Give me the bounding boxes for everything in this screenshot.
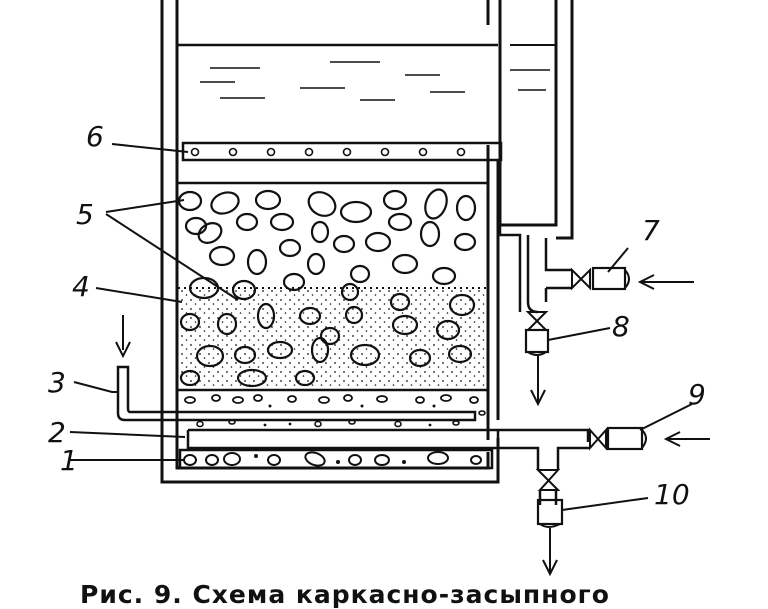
- drain-pipe-2: [186, 426, 710, 470]
- distributor-6: [181, 141, 503, 162]
- label-1: 1: [60, 444, 78, 477]
- label-4: 4: [72, 270, 90, 303]
- label-3: 3: [48, 366, 66, 399]
- label-8: 8: [612, 310, 630, 343]
- support-layer: [184, 394, 486, 428]
- water-layer: [177, 43, 498, 101]
- drainage-1: [178, 448, 494, 470]
- label-6: 6: [86, 120, 104, 153]
- label-9: 9: [688, 378, 706, 411]
- label-2: 2: [48, 416, 66, 449]
- valve-8: [524, 311, 550, 407]
- overflow-chamber: [486, 0, 694, 314]
- filter-media: [177, 181, 488, 392]
- air-pipe-3: [115, 315, 477, 422]
- leader-lines: [69, 143, 693, 511]
- label-5: 5: [76, 198, 94, 231]
- figure-caption: Рис. 9. Схема каркасно-засыпного: [80, 580, 610, 609]
- label-7: 7: [642, 214, 660, 247]
- drain-valve-10: [535, 469, 564, 577]
- label-10: 10: [654, 478, 690, 511]
